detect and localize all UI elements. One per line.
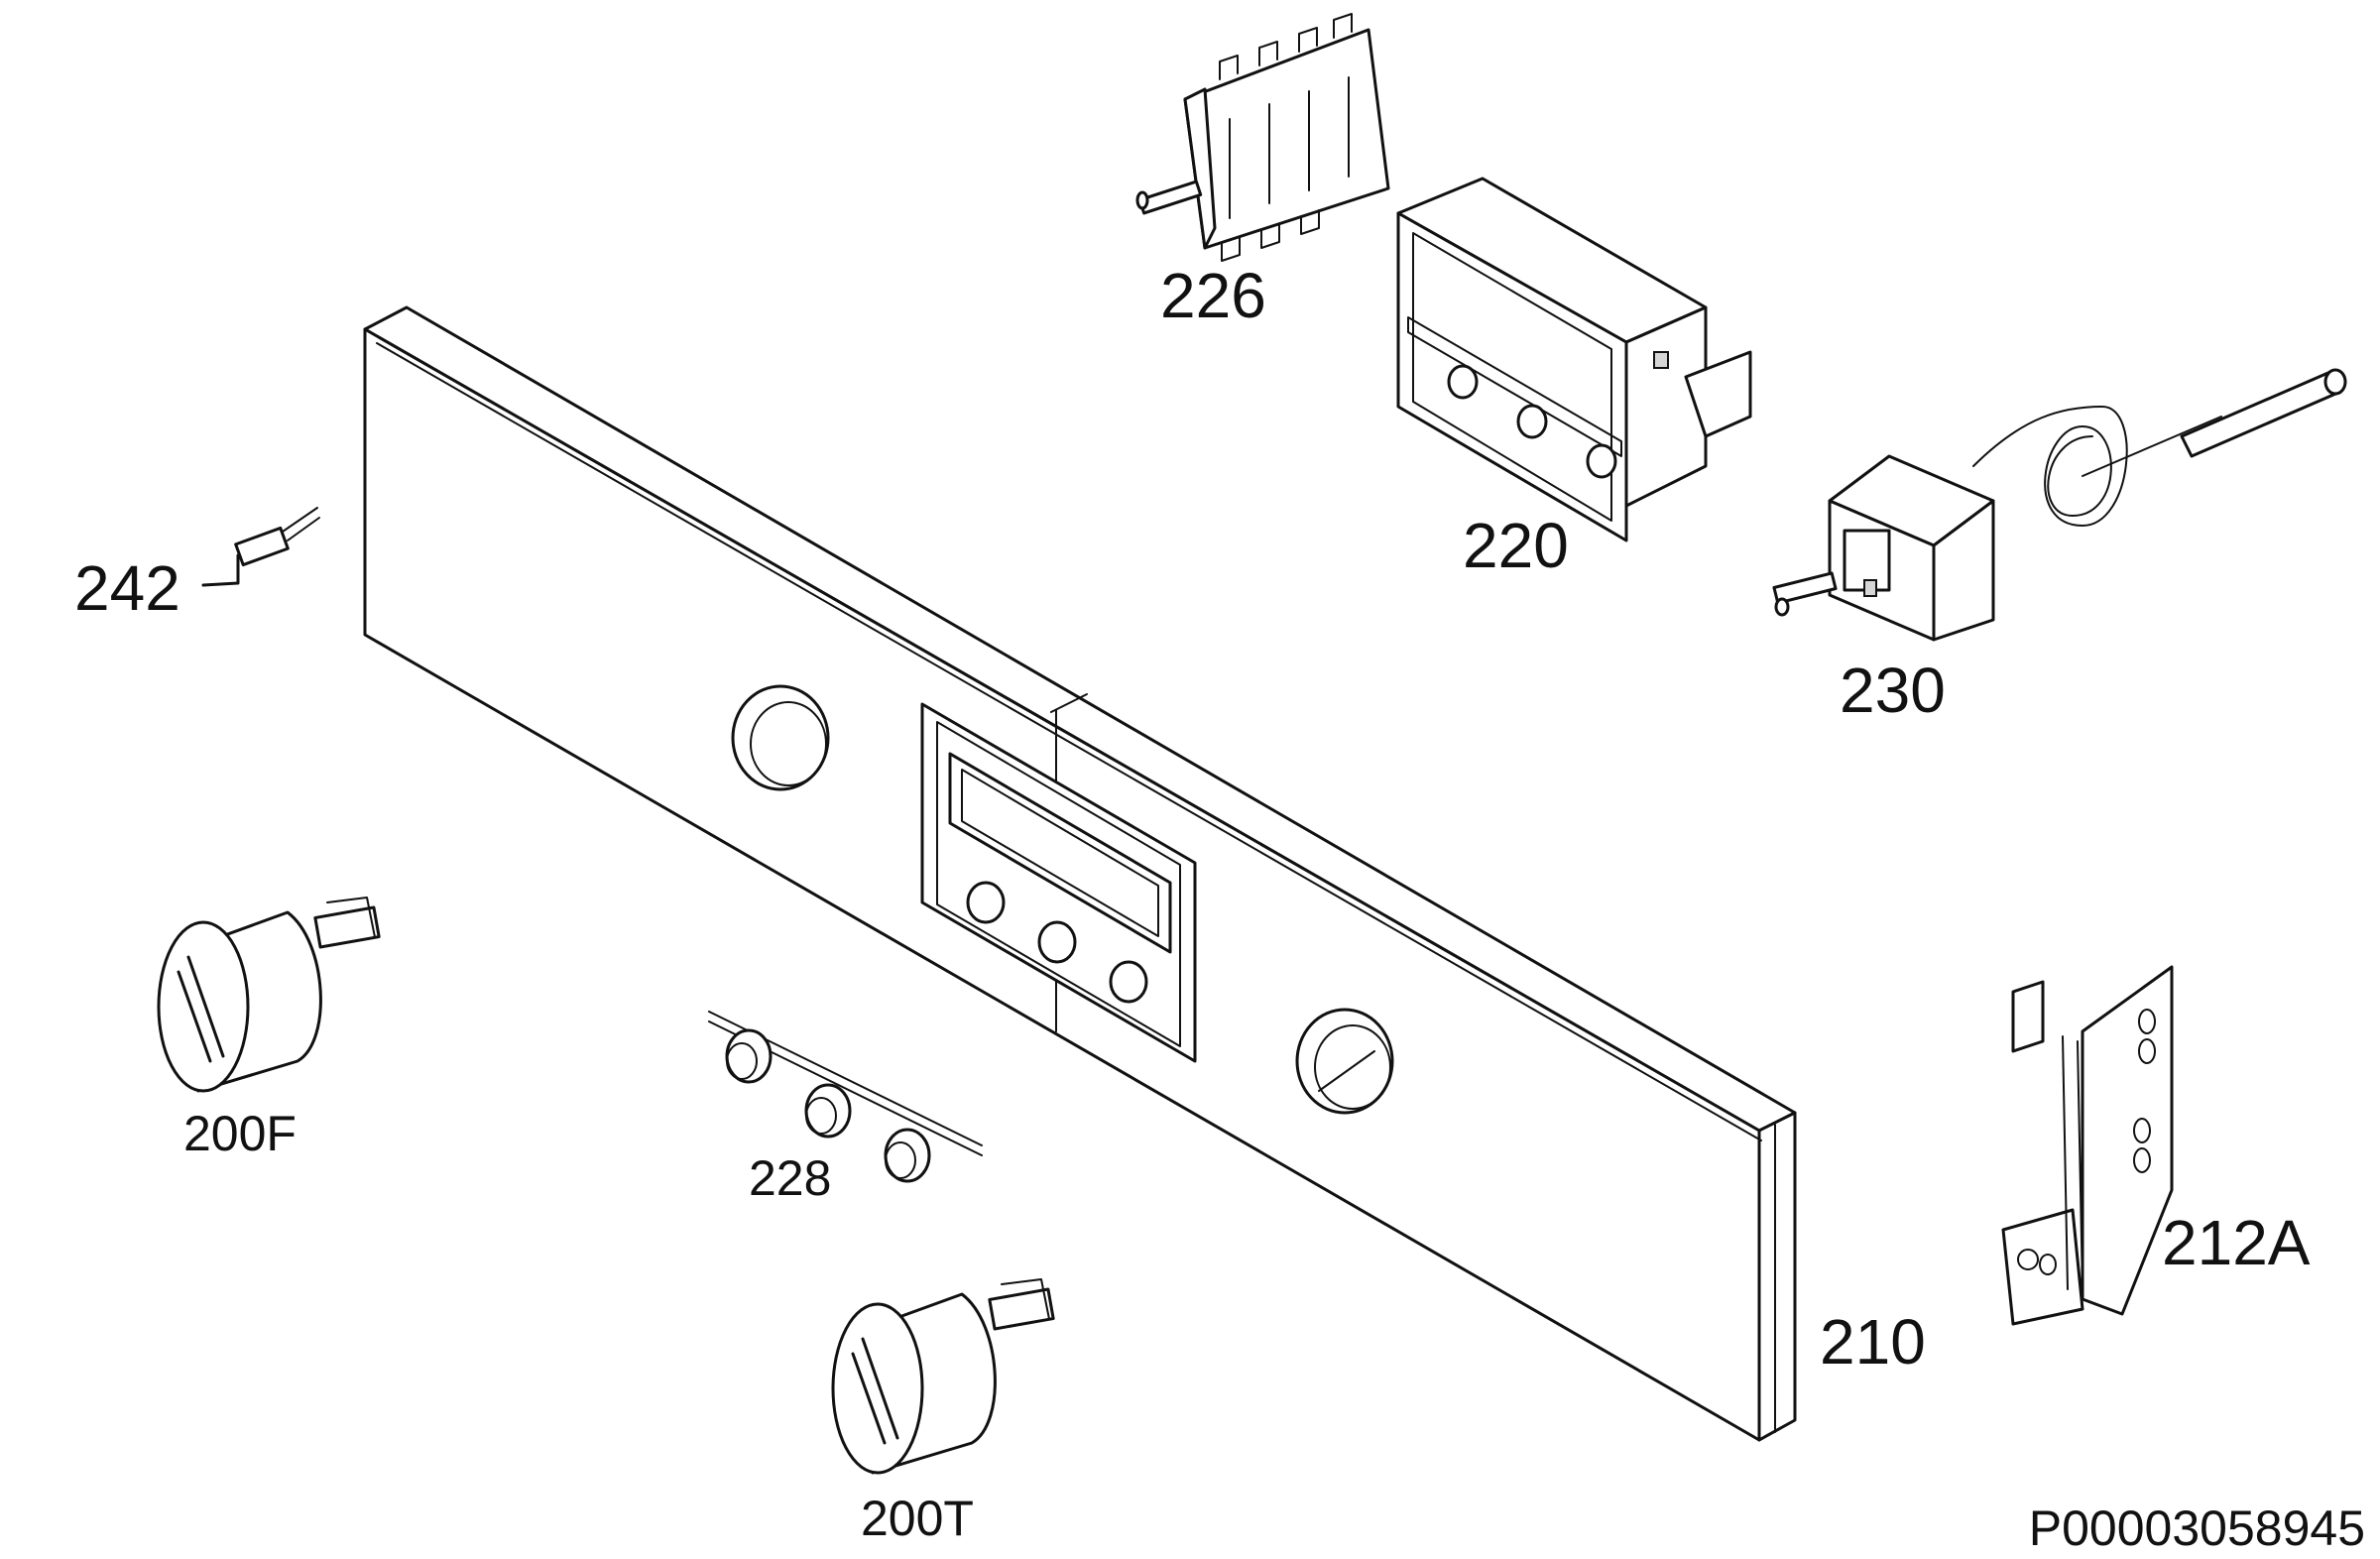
push-button-3 <box>884 1128 931 1183</box>
knob-hole-right <box>1295 1008 1394 1115</box>
label-242: 242 <box>74 552 180 624</box>
drawing-reference: P00003058945 <box>2029 1500 2365 1556</box>
label-210: 210 <box>1820 1306 1926 1378</box>
label-200F: 200F <box>183 1106 297 1161</box>
mounting-bracket-drawing <box>2001 965 2174 1326</box>
function-knob-drawing <box>157 897 381 1093</box>
push-buttons-drawing <box>708 1011 983 1183</box>
control-panel-drawing <box>363 305 1797 1442</box>
display-window <box>920 702 1197 1063</box>
label-228: 228 <box>749 1150 831 1206</box>
label-226: 226 <box>1160 260 1266 331</box>
label-220: 220 <box>1463 510 1569 581</box>
lamp-holder-drawing <box>201 507 320 587</box>
selector-switch-drawing <box>1135 13 1390 262</box>
label-212A: 212A <box>2162 1207 2311 1278</box>
timer-module-drawing <box>1396 177 1752 542</box>
push-button-1 <box>725 1028 773 1084</box>
thermostat-drawing <box>1772 368 2347 642</box>
label-230: 230 <box>1840 655 1946 726</box>
temperature-knob-drawing <box>831 1278 1055 1475</box>
push-button-2 <box>804 1083 852 1139</box>
knob-hole-left <box>731 684 830 791</box>
label-200T: 200T <box>861 1491 974 1546</box>
